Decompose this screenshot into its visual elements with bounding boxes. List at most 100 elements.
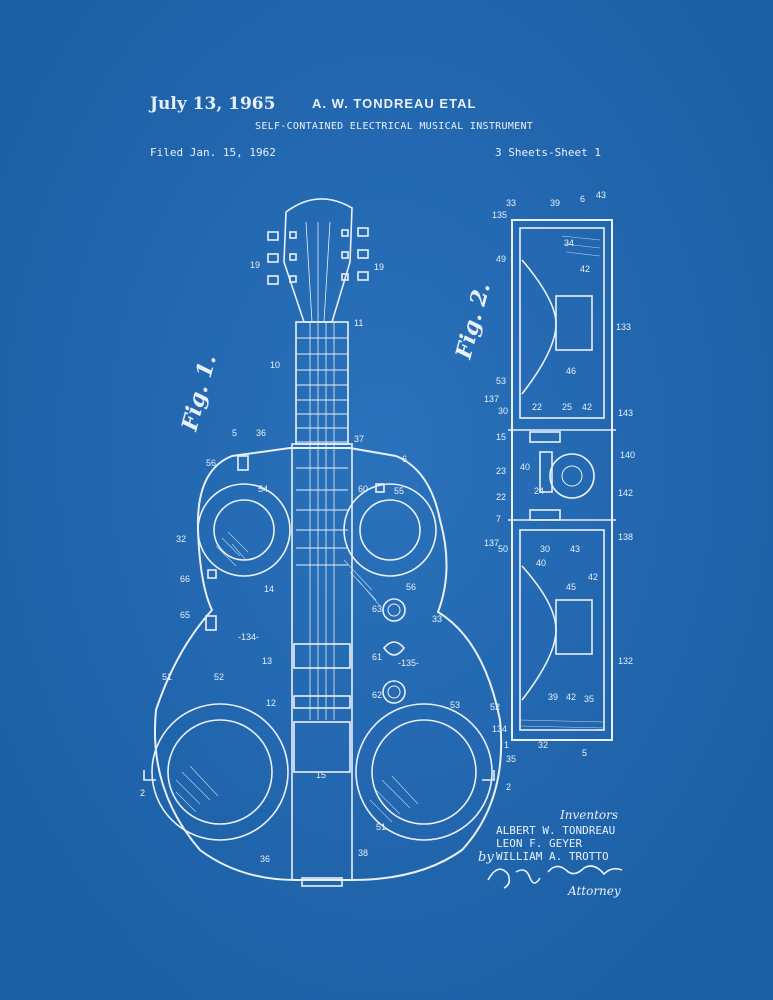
bracket-top	[529, 431, 561, 443]
tuning-keys	[267, 227, 369, 285]
svg-text:132: 132	[618, 656, 633, 666]
svg-text:11: 11	[354, 318, 363, 328]
tone-knob	[382, 680, 406, 704]
svg-text:40: 40	[520, 462, 530, 472]
svg-text:2: 2	[506, 782, 511, 792]
upper-right-speaker	[359, 499, 421, 561]
svg-text:-134-: -134-	[238, 632, 259, 642]
svg-text:42: 42	[588, 572, 598, 582]
section-arrow-right	[482, 770, 495, 781]
lower-cavity	[519, 529, 605, 731]
svg-text:5: 5	[232, 428, 237, 438]
filed-date: Filed Jan. 15, 1962	[150, 146, 276, 159]
svg-text:36: 36	[256, 428, 266, 438]
inventors-heading: Inventors	[560, 808, 619, 822]
upper-cone	[521, 259, 557, 395]
svg-text:13: 13	[262, 656, 272, 666]
svg-text:30: 30	[540, 544, 550, 554]
indicator-60	[375, 483, 385, 493]
upper-left-speaker-rim	[197, 483, 291, 577]
attorney-signature	[487, 865, 623, 889]
string-head	[305, 221, 313, 323]
svg-text:51: 51	[376, 822, 386, 832]
frets	[296, 337, 348, 566]
svg-text:14: 14	[264, 584, 274, 594]
svg-text:38: 38	[358, 848, 368, 858]
svg-text:50: 50	[498, 544, 508, 554]
svg-text:23: 23	[496, 466, 506, 476]
lower-right-speaker-rim	[355, 703, 493, 841]
svg-text:65: 65	[180, 610, 190, 620]
svg-text:33: 33	[506, 198, 516, 208]
svg-text:42: 42	[566, 692, 576, 702]
tailpiece	[293, 721, 351, 773]
bridge	[293, 695, 351, 709]
svg-text:1: 1	[504, 740, 509, 750]
svg-text:10: 10	[270, 360, 280, 370]
svg-text:12: 12	[266, 698, 276, 708]
svg-text:34: 34	[564, 238, 574, 248]
center-block	[539, 451, 553, 493]
sheet-count: 3 Sheets-Sheet 1	[495, 146, 601, 159]
svg-text:24: 24	[534, 486, 544, 496]
lower-left-speaker-rim	[151, 703, 289, 841]
svg-text:61: 61	[372, 652, 382, 662]
guitar-neck	[295, 321, 349, 445]
svg-text:137: 137	[484, 538, 499, 548]
lower-magnet	[555, 599, 593, 655]
svg-text:52: 52	[214, 672, 224, 682]
svg-text:37: 37	[354, 434, 364, 444]
svg-text:19: 19	[250, 260, 260, 270]
upper-cavity	[519, 227, 605, 419]
attorney-label: Attorney	[568, 884, 621, 898]
fig2-section	[508, 219, 616, 741]
svg-text:56: 56	[406, 582, 416, 592]
selector-switch	[382, 641, 406, 656]
svg-text:42: 42	[582, 402, 592, 412]
upper-left-speaker	[213, 499, 275, 561]
svg-text:55: 55	[394, 486, 404, 496]
section-arrow-left	[143, 770, 156, 781]
svg-text:30: 30	[498, 406, 508, 416]
svg-text:40: 40	[536, 558, 546, 568]
by-label: by	[478, 850, 494, 865]
svg-text:35: 35	[584, 694, 594, 704]
strings-body	[309, 322, 335, 720]
string-head	[323, 221, 331, 323]
jack-5	[237, 455, 249, 471]
svg-text:62: 62	[372, 690, 382, 700]
svg-text:39: 39	[550, 198, 560, 208]
svg-text:19: 19	[374, 262, 384, 272]
section-outline	[511, 219, 613, 741]
lower-right-speaker	[371, 719, 477, 825]
svg-text:6: 6	[402, 454, 407, 464]
svg-text:142: 142	[618, 488, 633, 498]
svg-text:33: 33	[432, 614, 442, 624]
svg-text:32: 32	[538, 740, 548, 750]
svg-text:53: 53	[450, 700, 460, 710]
pickup	[293, 643, 351, 669]
lower-left-speaker	[167, 719, 273, 825]
patent-title: SELF-CONTAINED ELECTRICAL MUSICAL INSTRU…	[255, 121, 534, 132]
svg-text:15: 15	[496, 432, 506, 442]
center-component	[549, 453, 595, 499]
svg-text:53: 53	[496, 376, 506, 386]
svg-text:2: 2	[140, 788, 145, 798]
svg-text:39: 39	[548, 692, 558, 702]
svg-text:36: 36	[260, 854, 270, 864]
svg-text:138: 138	[618, 532, 633, 542]
svg-text:54: 54	[258, 484, 268, 494]
upper-right-speaker-rim	[343, 483, 437, 577]
svg-text:56: 56	[206, 458, 216, 468]
fig1-label: Fig. 1.	[176, 352, 221, 435]
svg-text:52: 52	[490, 702, 500, 712]
svg-text:5: 5	[582, 748, 587, 758]
svg-text:133: 133	[616, 322, 631, 332]
patent-date: July 13, 1965	[150, 94, 276, 114]
fig1-guitar	[143, 198, 503, 887]
svg-text:140: 140	[620, 450, 635, 460]
svg-text:66: 66	[180, 574, 190, 584]
lower-cone	[521, 565, 557, 701]
svg-text:6: 6	[580, 194, 585, 204]
inventor-name: LEON F. GEYER	[496, 837, 583, 850]
